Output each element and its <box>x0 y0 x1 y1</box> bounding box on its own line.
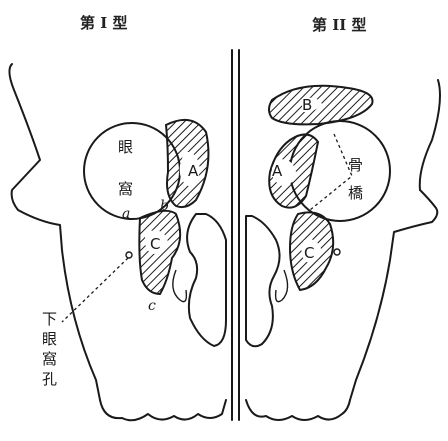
letter-a-right: A <box>272 162 283 180</box>
label-bridge-2: 橋 <box>348 184 363 202</box>
point-c: c <box>148 298 156 314</box>
teeth-left <box>100 400 226 420</box>
label-bridge-1: 骨 <box>348 156 363 174</box>
teeth-right <box>246 400 350 420</box>
point-b: b <box>160 198 169 214</box>
foramen-dot-left <box>126 252 132 258</box>
letter-b: B <box>302 96 312 114</box>
foramen-dot-right <box>334 249 340 255</box>
label-foramen-4: 孔 <box>42 370 57 388</box>
caption-type-1: 第 I 型 <box>80 14 127 32</box>
skull-outline <box>9 64 440 400</box>
label-foramen-3: 窩 <box>42 350 57 368</box>
label-foramen-1: 下 <box>42 310 57 328</box>
turbinate-left <box>187 214 226 346</box>
turbinate-inner-right <box>276 270 288 302</box>
letter-c-right: C <box>304 244 314 262</box>
label-foramen-2: 眼 <box>42 330 57 348</box>
letter-a-left: A <box>188 162 199 180</box>
turbinate-right <box>246 216 280 346</box>
label-orbit-1: 眼 <box>118 138 133 156</box>
label-orbit-2: 窩 <box>118 180 133 198</box>
letter-c-left: C <box>150 235 160 253</box>
caption-type-2: 第 II 型 <box>312 16 366 34</box>
turbinate-inner-left <box>173 270 187 302</box>
point-a: a <box>122 206 130 222</box>
foramen-pointer-line <box>62 258 128 322</box>
